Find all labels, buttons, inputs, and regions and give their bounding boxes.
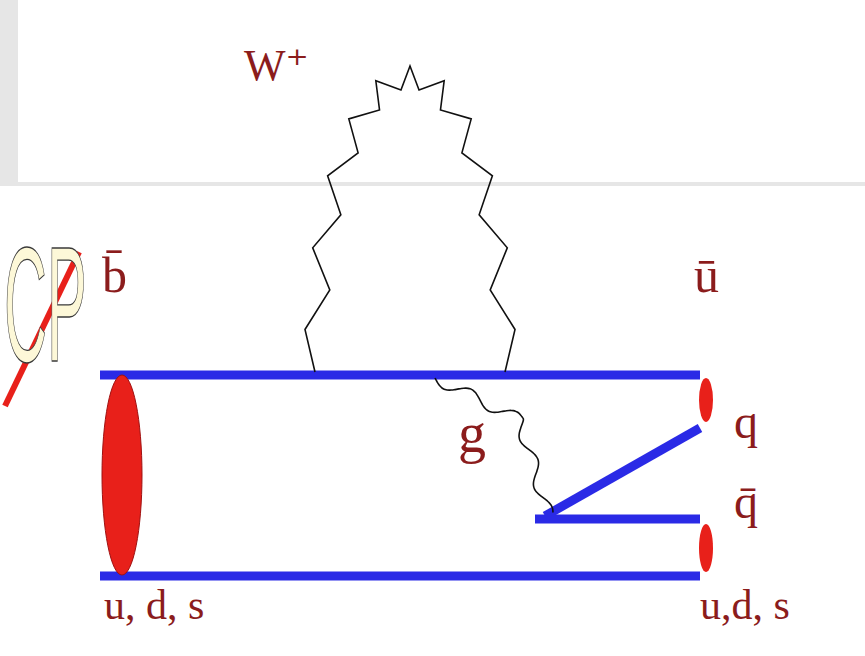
quark-label: ū: [694, 250, 719, 300]
gluon-line: [435, 378, 553, 513]
boson-label: W⁺: [244, 44, 309, 88]
meson-blob: [699, 524, 713, 572]
w-boson-line: [305, 66, 515, 372]
quark-line: [545, 428, 700, 516]
quark-line: [100, 371, 700, 380]
quark-line: [535, 515, 700, 524]
quark-line: [100, 572, 700, 581]
quark-label: b̄: [102, 250, 127, 300]
quark-label: q: [734, 398, 758, 446]
quark-flavours: u, d, s: [104, 584, 204, 626]
quark-label: q̄: [734, 478, 758, 526]
slide-frame: [0, 0, 865, 186]
meson-blob: [102, 375, 142, 575]
slide-panel: [18, 0, 865, 182]
cp-symbol: CP: [4, 222, 87, 386]
meson-blob: [699, 378, 713, 422]
gluon-label: g: [458, 405, 486, 461]
quark-flavours: u,d, s: [700, 584, 790, 626]
